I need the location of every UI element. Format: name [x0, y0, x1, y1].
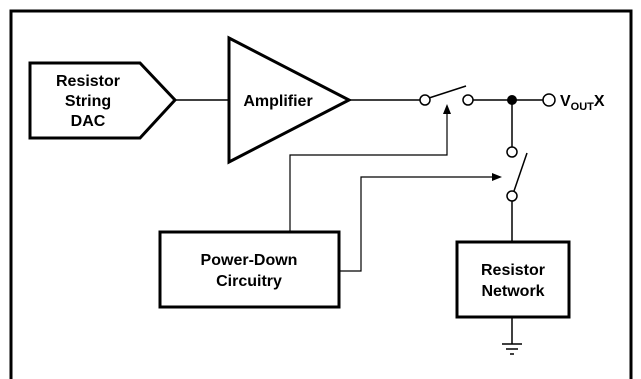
network-label-line2: Network: [481, 283, 544, 300]
power-down-circuitry-block: Power-Down Circuitry: [158, 230, 341, 309]
control-line-series-switch: [289, 112, 448, 232]
amplifier-block: Amplifier: [227, 35, 353, 165]
resistor-string-dac-block: Resistor String DAC: [28, 61, 178, 140]
power-down-label-line1: Power-Down: [201, 252, 298, 269]
dac-label-line1: Resistor: [56, 73, 120, 90]
shunt-contact-top: [506, 146, 518, 158]
output-terminal: [542, 93, 556, 107]
amplifier-label: Amplifier: [243, 93, 312, 110]
network-label-line1: Resistor: [481, 262, 545, 279]
vout-label: VOUTX: [560, 93, 605, 113]
arrowhead-shunt-switch: [492, 173, 502, 181]
control-line-shunt-switch: [339, 176, 493, 272]
dac-label-line2: String: [65, 93, 111, 110]
switch-contact-left: [419, 94, 431, 106]
shunt-switch: [506, 146, 528, 202]
vout-subscript: OUT: [571, 101, 595, 113]
vout-suffix: X: [594, 93, 605, 110]
shunt-switch-blade: [513, 152, 528, 192]
power-down-label-line2: Circuitry: [216, 273, 282, 290]
switch-contact-right: [462, 94, 474, 106]
switch-blade: [428, 85, 467, 99]
dac-label-line3: DAC: [71, 113, 106, 130]
resistor-network-box: [455, 240, 571, 319]
ground-icon: [502, 343, 522, 355]
shunt-contact-bottom: [506, 190, 518, 202]
power-down-box: [158, 230, 341, 309]
vout-prefix: V: [560, 93, 571, 110]
output-switch: [419, 85, 474, 106]
dac-shape: [28, 61, 178, 140]
diagram-frame: [9, 9, 633, 379]
resistor-network-block: Resistor Network: [455, 240, 571, 319]
amplifier-triangle: [227, 35, 353, 165]
arrowhead-series-switch: [443, 104, 451, 114]
